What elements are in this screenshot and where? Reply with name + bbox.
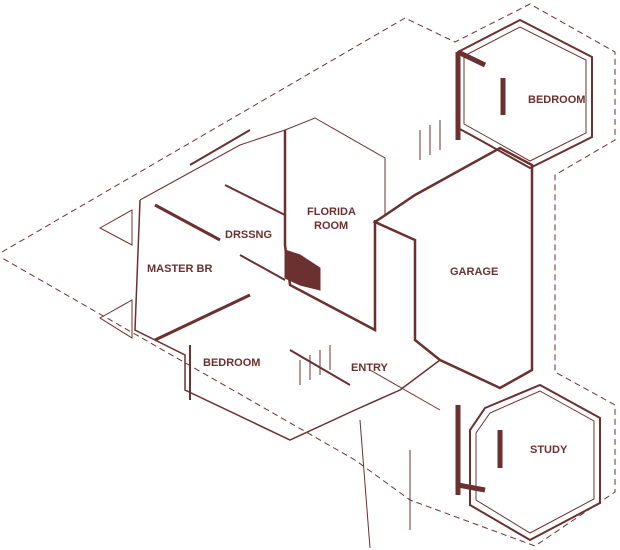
room-label-florida: FLORIDA xyxy=(307,206,356,218)
room-label-drssng: DRSSNG xyxy=(225,229,272,241)
upper-bedroom-walls xyxy=(457,18,593,170)
study-walls xyxy=(469,383,601,542)
room-label-lower-bedroom: BEDROOM xyxy=(203,357,260,369)
room-label-entry: ENTRY xyxy=(351,362,389,374)
room-label-upper-bedroom: BEDROOM xyxy=(528,94,585,106)
room-label-master: MASTER BR xyxy=(147,263,212,275)
room-label-study: STUDY xyxy=(530,444,568,456)
room-label-garage: GARAGE xyxy=(450,266,498,278)
dashed-outline xyxy=(1,3,616,547)
garage-walls xyxy=(372,146,534,390)
room-label-room: ROOM xyxy=(314,220,348,232)
